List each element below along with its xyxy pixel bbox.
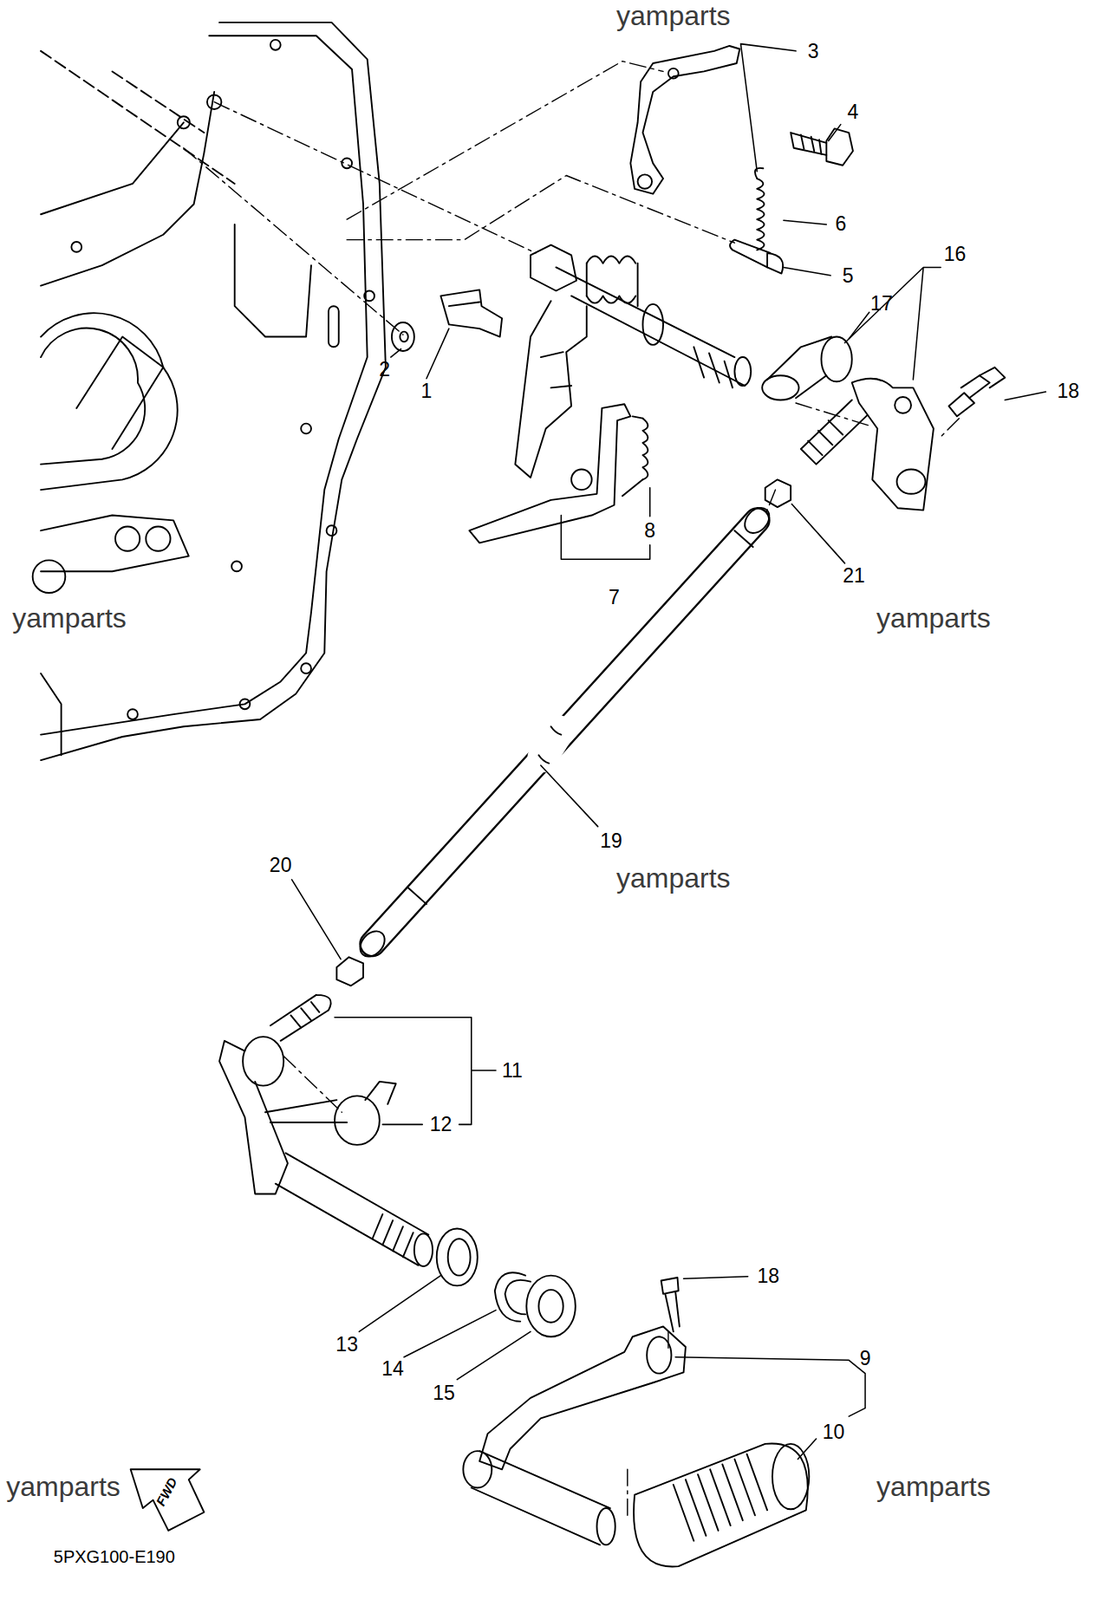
bolt (790, 132, 827, 156)
alignment-line (183, 61, 959, 1522)
pin (440, 289, 502, 337)
callout-number: 12 (429, 1114, 453, 1135)
callout-number: 7 (608, 586, 620, 607)
joint (761, 337, 1005, 511)
callout-number: 18 (756, 1266, 780, 1287)
nut (765, 479, 791, 508)
callout-number: 10 (822, 1422, 846, 1443)
watermark: yamparts (876, 604, 991, 632)
circlip (494, 1272, 531, 1322)
callout-number: 19 (599, 830, 623, 851)
callout-number: 3 (807, 40, 820, 61)
shift-arm (219, 995, 433, 1267)
callout-number: 11 (501, 1060, 523, 1081)
callout-number: 9 (859, 1347, 872, 1368)
watermark: yamparts (616, 1, 731, 30)
shift-shaft (468, 245, 751, 544)
callout-number: 15 (432, 1382, 456, 1403)
bushing (526, 1276, 575, 1338)
watermark: yamparts (876, 1472, 991, 1501)
watermark: yamparts (6, 1472, 121, 1501)
callout-number: 8 (644, 520, 656, 541)
watermark: yamparts (616, 864, 731, 893)
callout-number: 13 (335, 1334, 359, 1355)
callout-number: 2 (378, 359, 391, 380)
callout-number: 1 (421, 380, 433, 401)
callout-number: 20 (269, 855, 293, 876)
callout-number: 21 (842, 565, 866, 586)
spring (755, 168, 765, 251)
nut (336, 957, 364, 986)
callout-number: 18 (1056, 380, 1080, 401)
callout-number: 17 (870, 293, 893, 313)
washer (436, 1228, 478, 1286)
spring (642, 418, 648, 481)
callout-number: 5PXG100-E190 (53, 1548, 176, 1566)
callout-number: 5 (842, 265, 854, 286)
watermark: yamparts (12, 604, 127, 632)
callout-number: 16 (944, 244, 967, 265)
pin (729, 240, 771, 268)
shift-pedal (462, 1277, 809, 1568)
callout-number: 14 (381, 1359, 404, 1380)
shift-rod (355, 502, 775, 962)
leader-line (292, 44, 1047, 1460)
callout-number: 4 (847, 102, 860, 123)
stopper-lever (630, 45, 740, 195)
callout-number: 6 (834, 213, 847, 234)
washer (391, 322, 415, 352)
fwd-arrow (130, 1469, 205, 1531)
crankcase (32, 22, 386, 761)
